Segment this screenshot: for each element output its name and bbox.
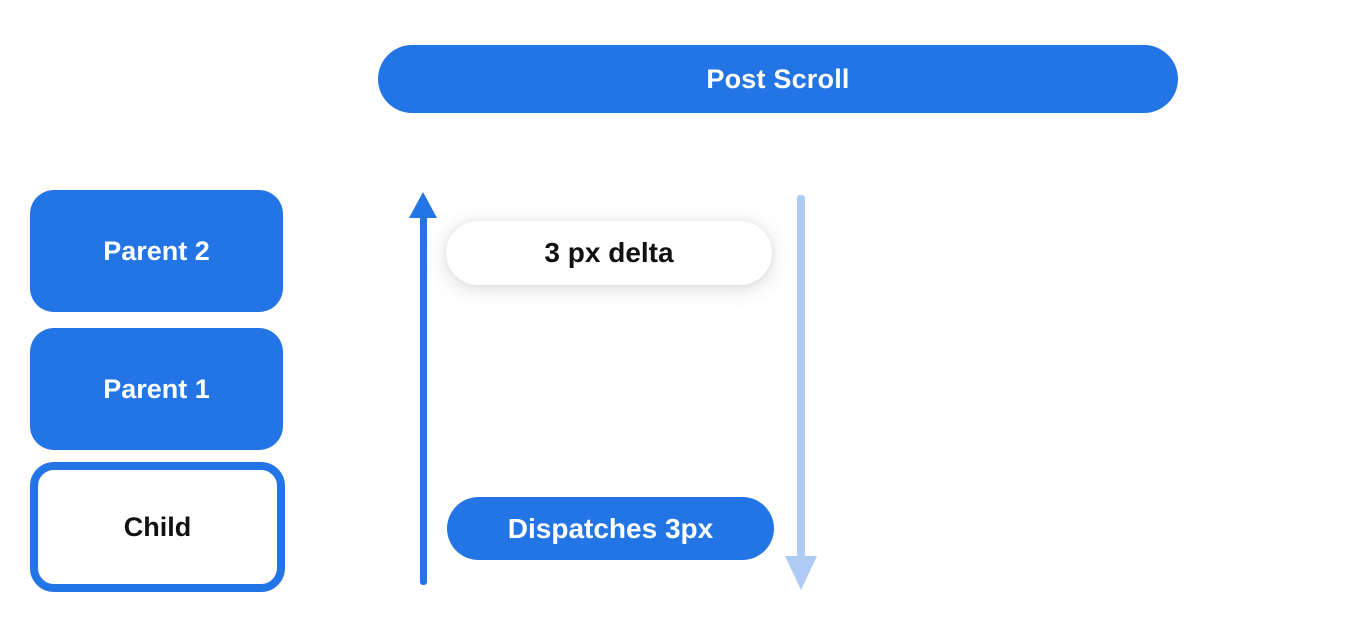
parent-1-label: Parent 1 xyxy=(103,373,210,404)
delta-label: 3 px delta xyxy=(544,237,674,268)
post-scroll-title: Post Scroll xyxy=(706,63,850,94)
delta-pill: 3 px delta xyxy=(446,221,772,285)
parent-2-label: Parent 2 xyxy=(103,235,210,266)
post-scroll-header-pill: Post Scroll xyxy=(378,45,1178,113)
down-arrow-shaft xyxy=(797,195,805,558)
up-arrow-shaft xyxy=(420,214,427,585)
child-box: Child xyxy=(30,462,285,592)
parent-2-box: Parent 2 xyxy=(30,190,283,312)
dispatch-label: Dispatches 3px xyxy=(507,512,714,544)
down-arrow-icon xyxy=(785,556,817,590)
up-arrow-icon xyxy=(409,192,437,218)
child-label: Child xyxy=(123,511,192,542)
parent-1-box: Parent 1 xyxy=(30,328,283,450)
dispatch-pill: Dispatches 3px xyxy=(447,497,774,560)
